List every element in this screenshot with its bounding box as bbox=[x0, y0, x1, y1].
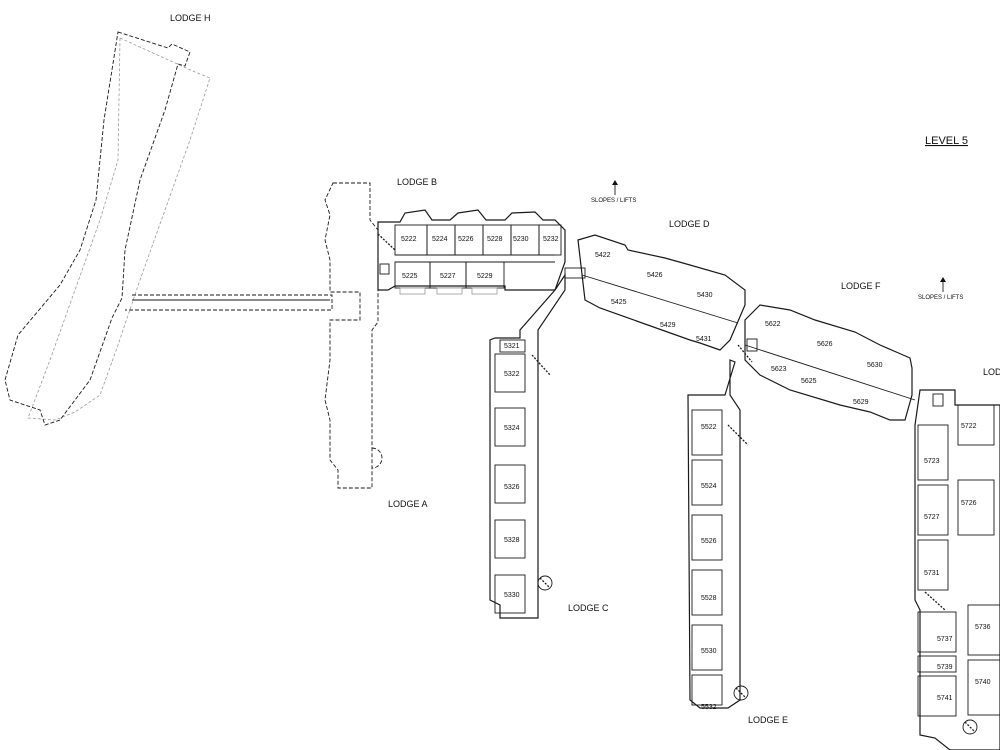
unit-5425: 5425 bbox=[611, 299, 627, 306]
unit-5328: 5328 bbox=[504, 537, 520, 544]
lodge-g-label-partial: LOD bbox=[983, 367, 1000, 377]
unit-5737: 5737 bbox=[937, 636, 953, 643]
unit-5229: 5229 bbox=[477, 273, 493, 280]
unit-5727: 5727 bbox=[924, 514, 940, 521]
lodge-c-building bbox=[489, 273, 566, 619]
lodge-b-label: LODGE B bbox=[397, 177, 437, 187]
lodge-h-label: LODGE H bbox=[170, 13, 211, 23]
unit-5629: 5629 bbox=[853, 399, 869, 406]
unit-5625: 5625 bbox=[801, 378, 817, 385]
unit-5726: 5726 bbox=[961, 500, 977, 507]
lodge-f-label: LODGE F bbox=[841, 281, 881, 291]
lodge-a-outline bbox=[324, 182, 383, 489]
unit-5722: 5722 bbox=[961, 423, 977, 430]
unit-5224: 5224 bbox=[432, 236, 448, 243]
slopes-lifts-note-2: SLOPES / LIFTS bbox=[918, 295, 963, 301]
unit-5226: 5226 bbox=[458, 236, 474, 243]
lodge-b-building bbox=[377, 209, 566, 295]
unit-5626: 5626 bbox=[817, 341, 833, 348]
unit-5530: 5530 bbox=[701, 648, 717, 655]
unit-5230: 5230 bbox=[513, 236, 529, 243]
lodge-c-label: LODGE C bbox=[568, 603, 609, 613]
lodge-d-building bbox=[564, 234, 746, 351]
unit-5222: 5222 bbox=[401, 236, 417, 243]
unit-5429: 5429 bbox=[660, 322, 676, 329]
unit-5324: 5324 bbox=[504, 425, 520, 432]
unit-5330: 5330 bbox=[504, 592, 520, 599]
unit-5630: 5630 bbox=[867, 362, 883, 369]
lodge-a-label: LODGE A bbox=[388, 499, 428, 509]
slopes-lifts-note-1: SLOPES / LIFTS bbox=[591, 198, 636, 204]
unit-5422: 5422 bbox=[595, 252, 611, 259]
unit-5522: 5522 bbox=[701, 424, 717, 431]
unit-5739: 5739 bbox=[937, 664, 953, 671]
unit-5232: 5232 bbox=[543, 236, 559, 243]
lodge-d-label: LODGE D bbox=[669, 219, 710, 229]
unit-5526: 5526 bbox=[701, 538, 717, 545]
lodge-e-building bbox=[687, 359, 749, 709]
level-label: LEVEL 5 bbox=[925, 135, 968, 147]
lodge-e-stair-tower bbox=[733, 685, 749, 701]
unit-5322: 5322 bbox=[504, 371, 520, 378]
unit-5431: 5431 bbox=[696, 336, 712, 343]
unit-5731: 5731 bbox=[924, 570, 940, 577]
unit-5228: 5228 bbox=[487, 236, 503, 243]
unit-5528: 5528 bbox=[701, 595, 717, 602]
unit-5532: 5532 bbox=[701, 704, 717, 711]
slopes-arrow-1 bbox=[612, 180, 618, 195]
unit-5426: 5426 bbox=[647, 272, 663, 279]
unit-5227: 5227 bbox=[440, 273, 456, 280]
unit-5225: 5225 bbox=[402, 273, 418, 280]
unit-5321: 5321 bbox=[504, 343, 520, 350]
unit-5740: 5740 bbox=[975, 679, 991, 686]
unit-5326: 5326 bbox=[504, 484, 520, 491]
lodge-g-building bbox=[914, 389, 1000, 750]
unit-5430: 5430 bbox=[697, 292, 713, 299]
unit-5622: 5622 bbox=[765, 321, 781, 328]
lodge-f-building bbox=[737, 304, 916, 421]
unit-5741: 5741 bbox=[937, 695, 953, 702]
lodge-c-stair-tower bbox=[537, 575, 553, 591]
lodge-h-outline bbox=[4, 31, 333, 426]
unit-5736: 5736 bbox=[975, 624, 991, 631]
unit-5623: 5623 bbox=[771, 366, 787, 373]
slopes-arrow-2 bbox=[940, 277, 946, 292]
unit-5524: 5524 bbox=[701, 483, 717, 490]
lodge-e-label: LODGE E bbox=[748, 715, 788, 725]
unit-5723: 5723 bbox=[924, 458, 940, 465]
